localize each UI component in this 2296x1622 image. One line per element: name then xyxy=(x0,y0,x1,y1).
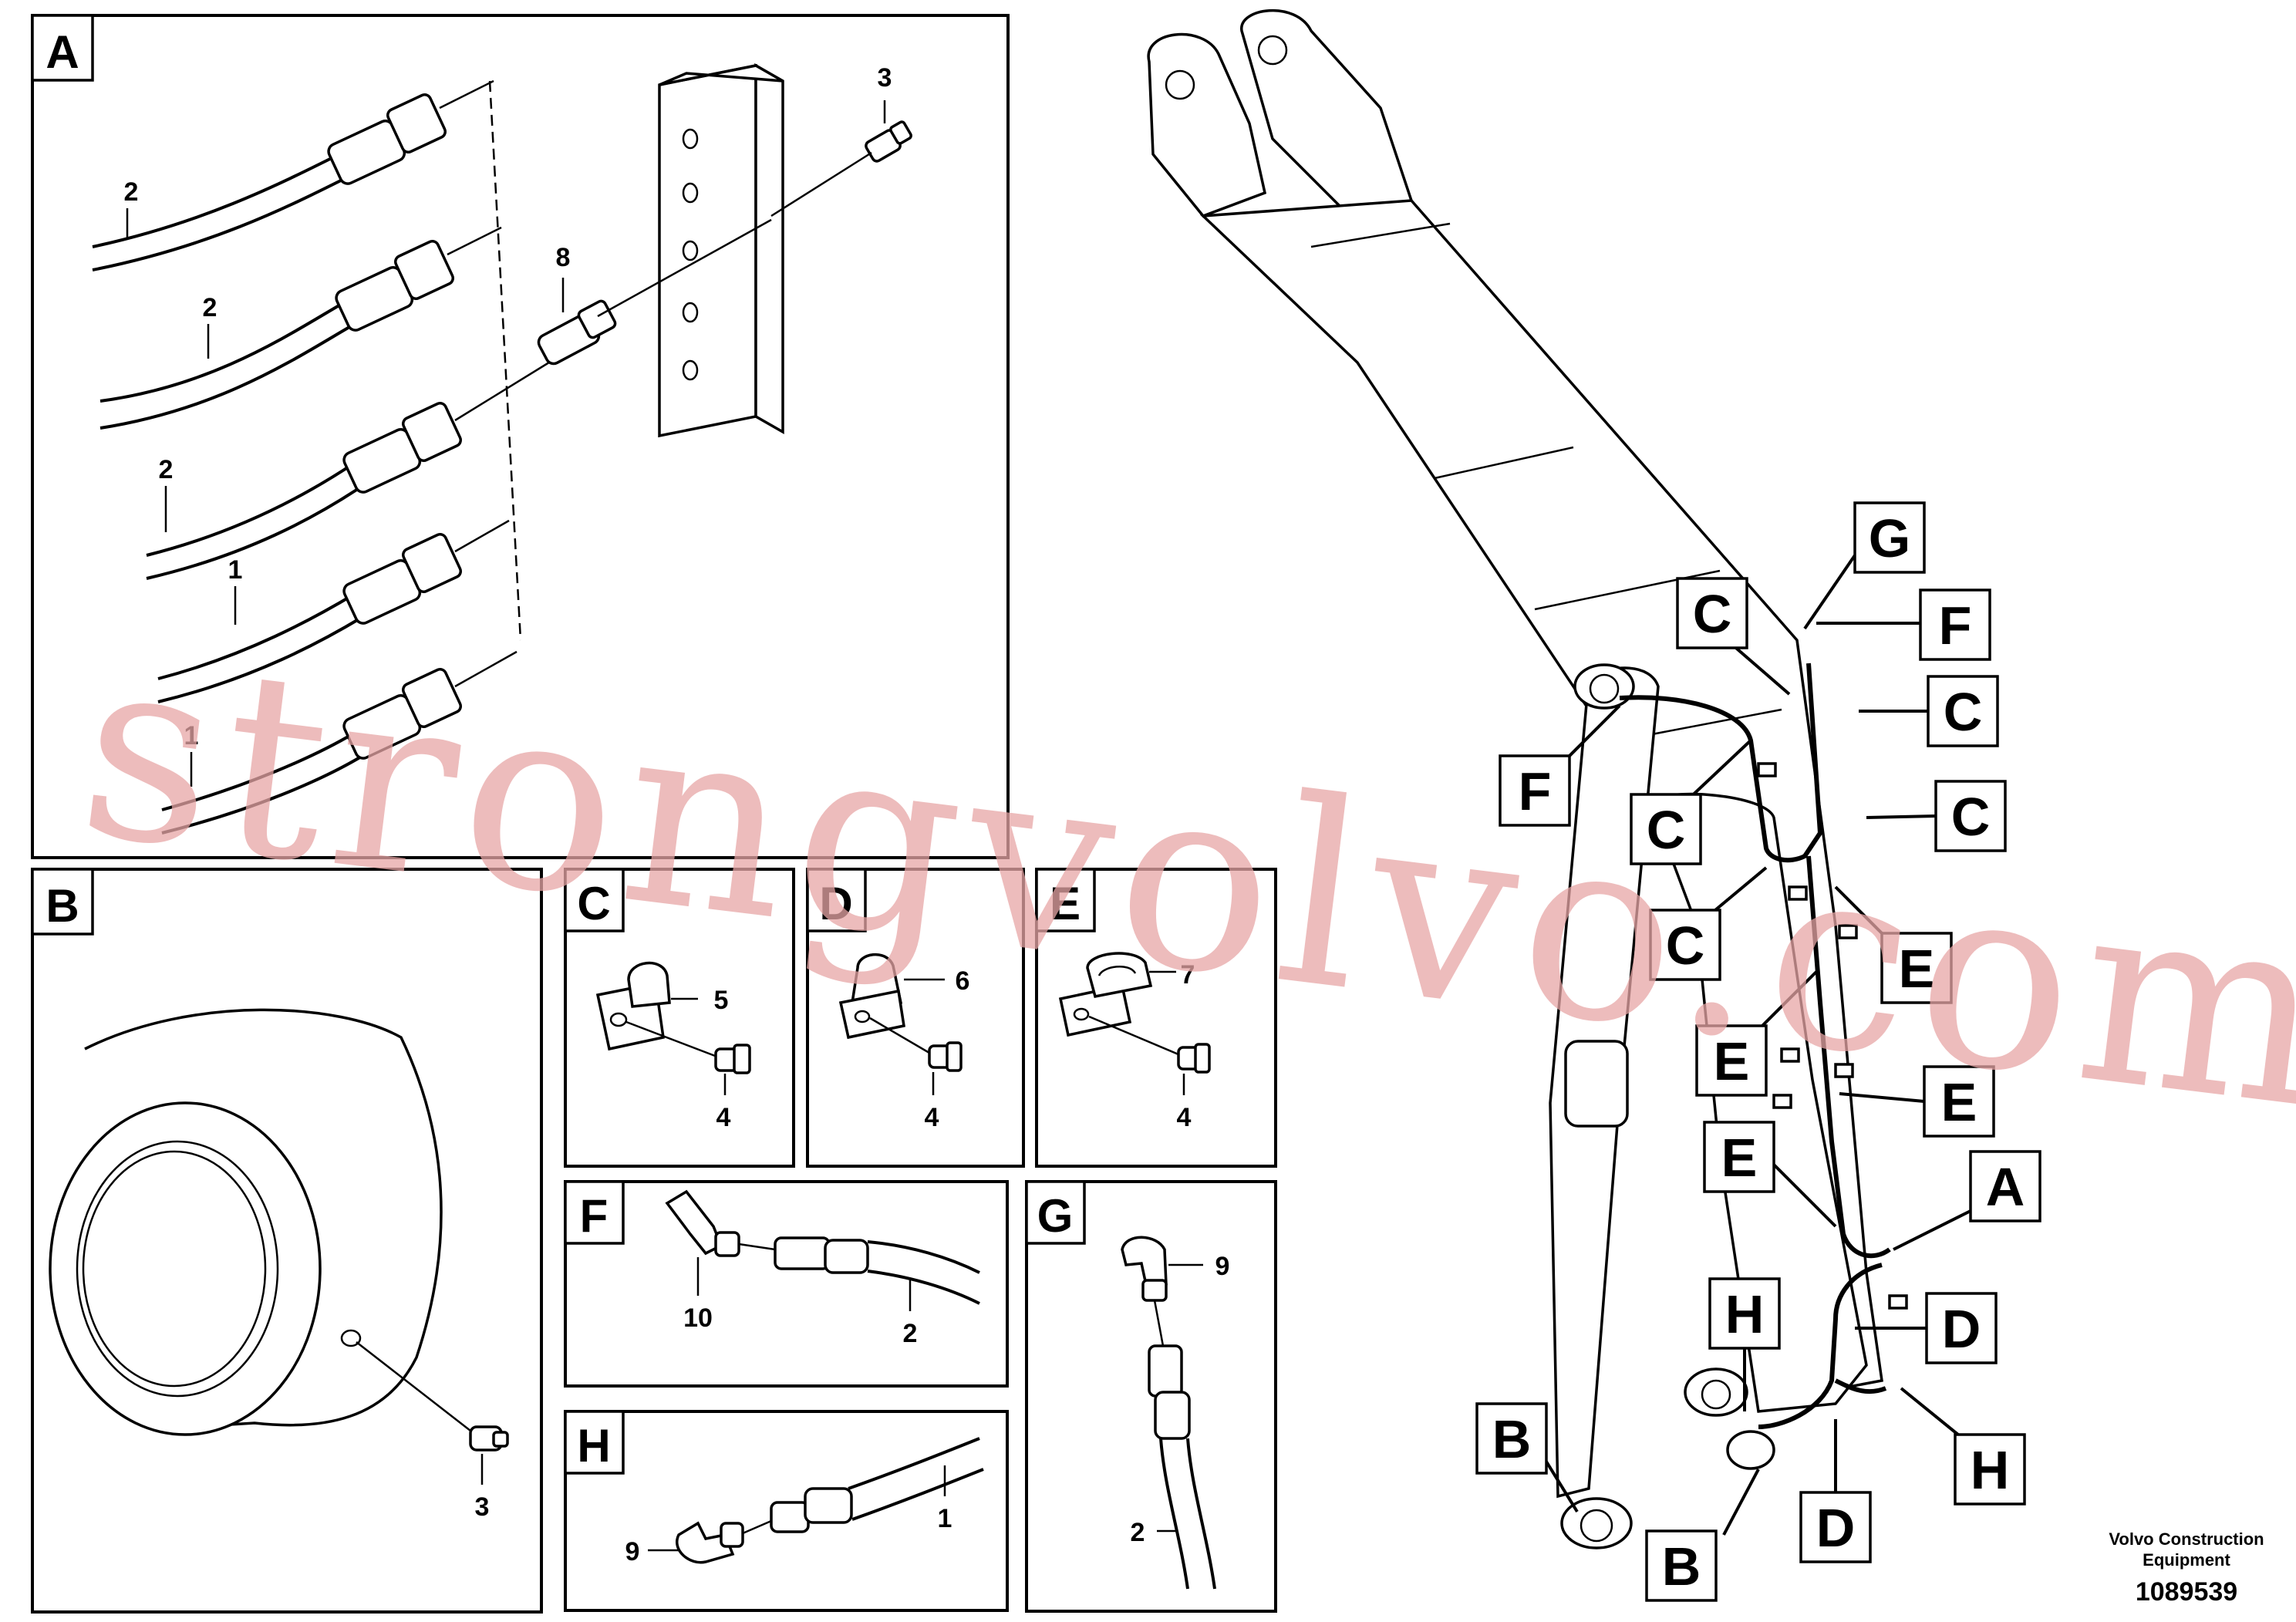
boom-label-d-right: D xyxy=(1942,1299,1981,1359)
panel-e: E 7 4 xyxy=(1035,868,1277,1168)
bolt-4-c xyxy=(714,1044,751,1074)
clamp-5 xyxy=(595,962,722,1060)
boom-label-h-left: H xyxy=(1725,1284,1765,1344)
elbow-9-h xyxy=(676,1519,772,1564)
callout-h-1: 1 xyxy=(938,1504,952,1533)
boom-callouts: G C F C F C C C E E xyxy=(1475,501,2041,1602)
footer: Volvo Construction Equipment 1089539 xyxy=(2109,1529,2264,1607)
company-line-1: Volvo Construction xyxy=(2109,1529,2264,1549)
panel-h-label: H xyxy=(577,1420,610,1472)
boom-label-a: A xyxy=(1986,1157,2025,1217)
elbow-10 xyxy=(665,1189,776,1257)
wire-harness xyxy=(1619,663,1891,1429)
panel-a-label: A xyxy=(46,26,79,78)
boom-label-c-mid: C xyxy=(1647,800,1686,860)
boom-label-d-bottom: D xyxy=(1816,1498,1856,1558)
clamp-6 xyxy=(838,953,963,1072)
panel-b: B 3 xyxy=(31,868,543,1614)
clamp-7 xyxy=(1058,952,1211,1074)
callout-a-1-upper: 1 xyxy=(228,555,243,585)
callout-c-5: 5 xyxy=(714,986,729,1015)
callout-a-3: 3 xyxy=(878,63,892,93)
panel-d-label: D xyxy=(819,878,852,929)
callout-c-4: 4 xyxy=(716,1103,731,1132)
boom-label-c-low: C xyxy=(1666,916,1705,976)
panel-g: G 9 2 xyxy=(1025,1180,1277,1613)
callout-f-10: 10 xyxy=(683,1303,713,1333)
boom-illustration xyxy=(1147,8,1908,1549)
panel-b-label: B xyxy=(46,880,79,932)
panel-h: H 9 1 xyxy=(564,1410,1009,1612)
callout-g-2: 2 xyxy=(1131,1518,1145,1547)
boom-label-f-left: F xyxy=(1519,761,1552,821)
callout-d-4: 4 xyxy=(925,1103,939,1132)
callout-e-7: 7 xyxy=(1181,960,1195,990)
callout-g-9: 9 xyxy=(1215,1252,1230,1281)
boom-clamps xyxy=(1757,762,1908,1310)
panel-f-label: F xyxy=(580,1190,609,1242)
hose-2-g xyxy=(1148,1344,1216,1590)
panel-a: A xyxy=(31,14,1010,859)
boom-label-g: G xyxy=(1869,508,1910,568)
boom-label-f-right: F xyxy=(1939,595,1972,656)
boom-label-c-1: C xyxy=(1693,584,1732,644)
boom-label-e-3: E xyxy=(1941,1072,1977,1132)
callout-h-9: 9 xyxy=(625,1537,640,1566)
callout-f-2: 2 xyxy=(903,1319,918,1348)
elbow-9-g xyxy=(1121,1236,1168,1347)
company-line-2: Equipment xyxy=(2143,1550,2230,1570)
boom-label-e-2: E xyxy=(1714,1031,1750,1091)
panel-c-label: C xyxy=(577,878,610,929)
hose-assembly xyxy=(92,79,556,835)
callout-a-2-low: 2 xyxy=(159,455,174,484)
callout-a-2-mid: 2 xyxy=(203,293,217,322)
dashed-guide-line xyxy=(488,80,522,641)
mounting-block xyxy=(658,62,784,438)
boom-label-b-lower: B xyxy=(1662,1536,1701,1597)
callout-e-4: 4 xyxy=(1177,1103,1192,1132)
fitting-8 xyxy=(537,218,772,366)
grease-nipple-3 xyxy=(770,100,912,218)
callout-a-1-lower: 1 xyxy=(184,721,199,750)
panel-g-label: G xyxy=(1037,1190,1074,1242)
callout-a-8: 8 xyxy=(556,243,571,272)
callout-a-2-top: 2 xyxy=(124,177,139,207)
boom-label-b-upper: B xyxy=(1492,1409,1532,1469)
hose-1-h xyxy=(770,1437,984,1533)
boom-label-c-right-low: C xyxy=(1951,787,1991,847)
grease-nipple-b xyxy=(356,1341,509,1452)
panel-f: F 10 2 xyxy=(564,1180,1009,1388)
hose-2-f xyxy=(774,1236,980,1305)
boom-cylinder xyxy=(1549,663,1660,1549)
callout-d-6: 6 xyxy=(956,966,970,996)
boom-foot-casting xyxy=(49,1008,443,1436)
boom-label-c-right: C xyxy=(1944,682,1983,742)
panel-c: C 5 4 xyxy=(564,868,795,1168)
panel-e-label: E xyxy=(1050,878,1081,929)
drawing-number: 1089539 xyxy=(2136,1577,2237,1607)
boom-label-e-4: E xyxy=(1721,1128,1758,1188)
boom-label-h-right: H xyxy=(1971,1440,2010,1500)
boom-label-e-1: E xyxy=(1899,939,1935,999)
panel-d: D 6 4 xyxy=(806,868,1025,1168)
callout-b-3: 3 xyxy=(475,1492,490,1522)
